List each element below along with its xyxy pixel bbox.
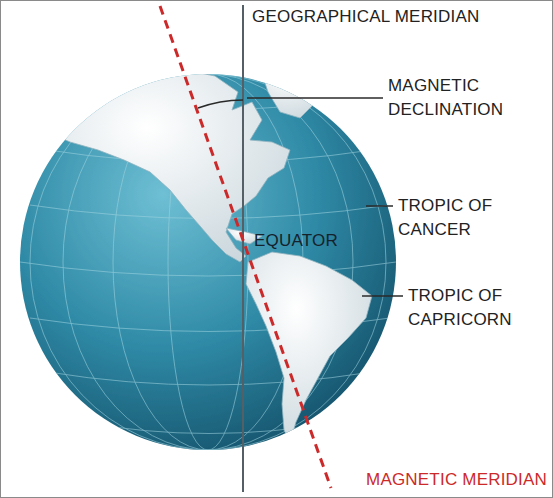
- meridian-label: GEOGRAPHICAL MERIDIAN: [252, 5, 479, 29]
- tropic-label: TROPIC OF CAPRICORN: [408, 284, 543, 332]
- leader-line: [366, 205, 393, 207]
- continents: [52, 56, 372, 442]
- leader-line: [362, 295, 403, 297]
- declination-arc: [198, 100, 243, 108]
- grid-line: [82, 422, 338, 434]
- equator-label: EQUATOR: [254, 229, 338, 253]
- geographical-meridian-line: [242, 5, 244, 492]
- south-america: [246, 252, 372, 442]
- declination-label: MAGNETIC DECLINATION: [388, 74, 528, 122]
- magnetic-meridian-label: MAGNETIC MERIDIAN: [366, 468, 547, 492]
- grid-line: [48, 372, 372, 385]
- greenland: [258, 56, 330, 118]
- tropic-label: TROPIC OF CANCER: [398, 194, 518, 242]
- leader-line: [247, 97, 383, 99]
